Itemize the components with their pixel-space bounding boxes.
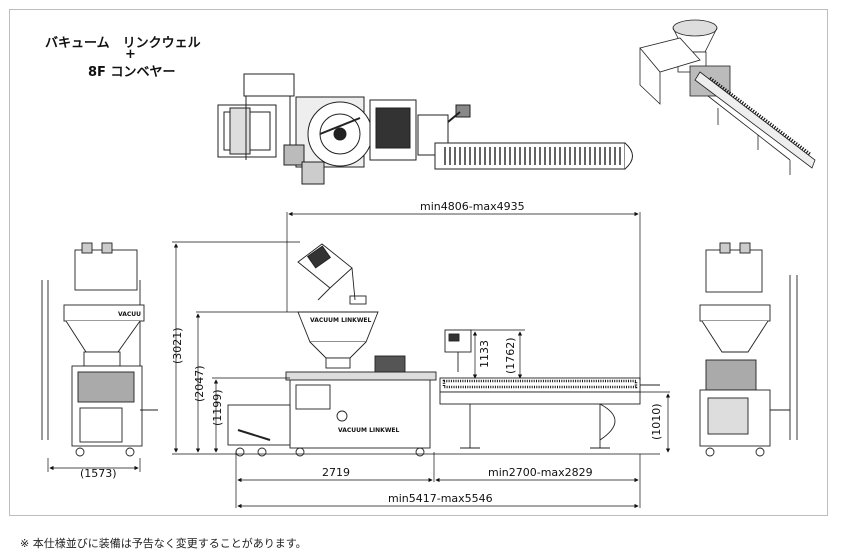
left-side-view [41,242,158,457]
title-line-1: バキューム リンクウェル [45,36,201,51]
dim-conveyor-height: (1010) [650,403,663,440]
front-view [227,243,660,457]
top-view [217,73,633,185]
isometric-view [639,19,816,175]
dim-height-table: (1199) [211,389,224,426]
footnote: ※ 本仕様並びに装備は予告なく変更することがあります。 [20,537,307,550]
dim-height-hopper: (2047) [193,365,206,402]
dim-panel-1133: 1133 [478,340,491,368]
dim-width-top: min4806-max4935 [420,200,525,213]
dim-height-total: (3021) [171,327,184,364]
title-line-2: 8F コンベヤー [88,65,176,80]
dim-length-conveyor: min2700-max2829 [488,466,593,479]
body-label: VACUUM LINKWEL [338,427,400,434]
dim-length-filler: 2719 [322,466,350,479]
dim-panel-1762: (1762) [504,337,517,374]
dimension-lines [47,211,671,509]
right-side-view [699,242,798,457]
dim-base-left: (1573) [80,467,117,480]
hopper-label: VACUUM LINKWEL [310,317,372,324]
title-plus: + [125,47,136,62]
dim-length-total: min5417-max5546 [388,492,493,505]
side-label: VACUU [118,311,141,318]
